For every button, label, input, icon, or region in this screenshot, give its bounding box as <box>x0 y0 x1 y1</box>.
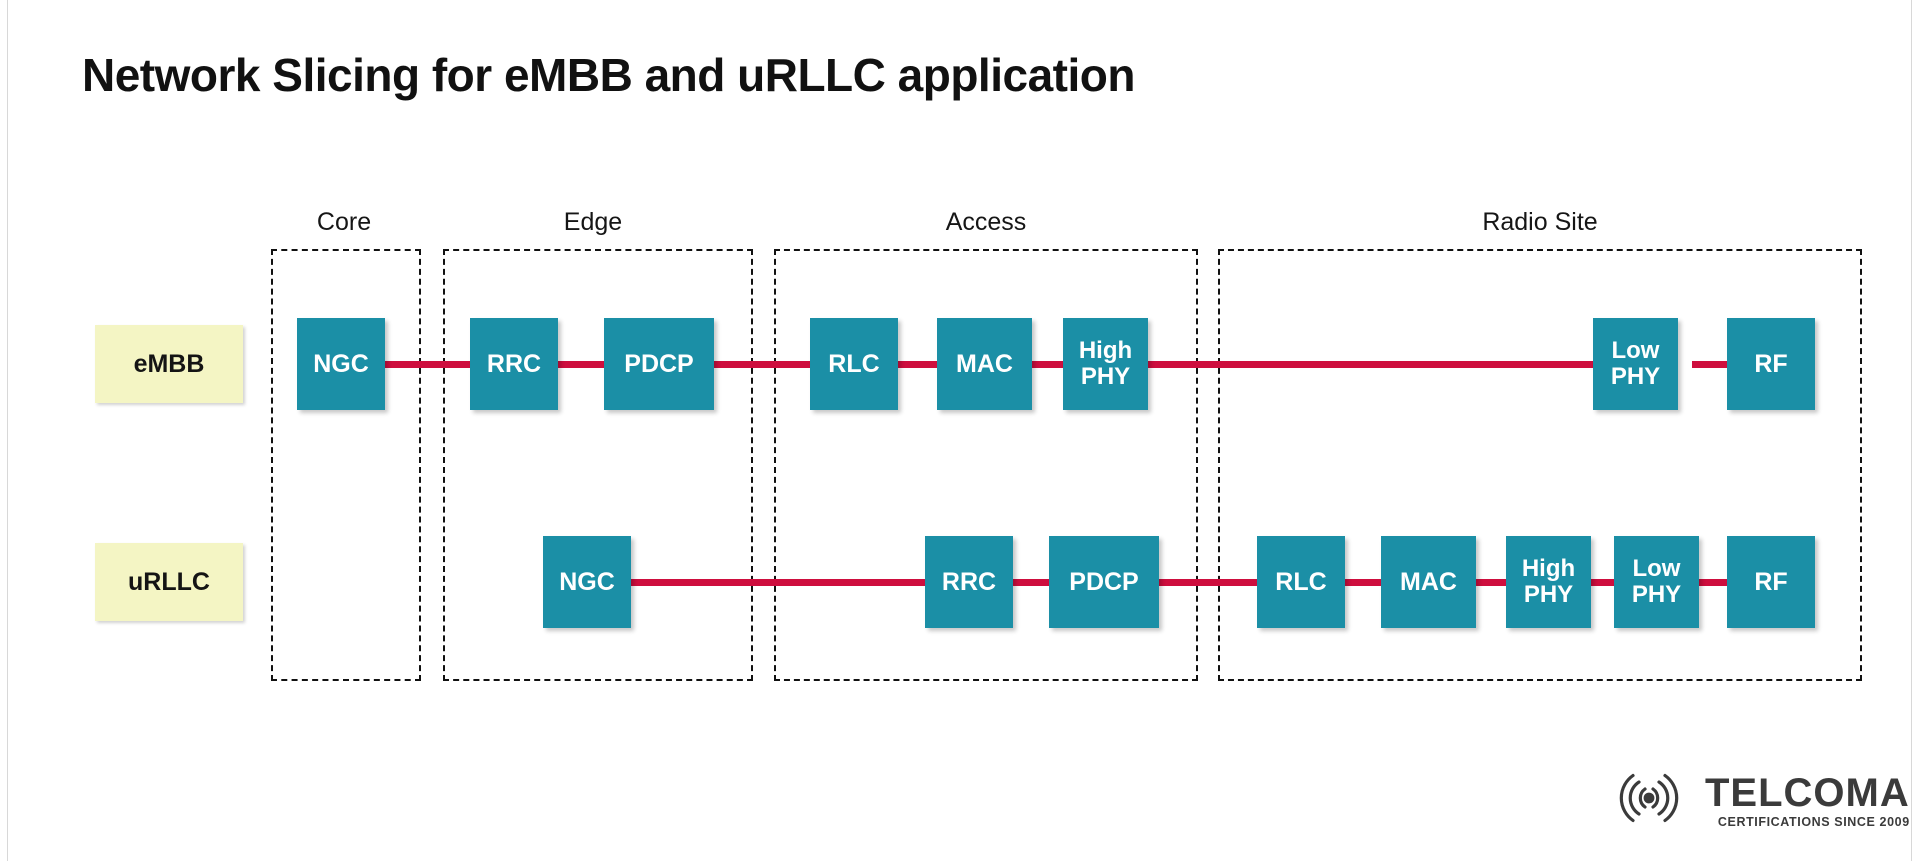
block-urllc-ngc[interactable]: NGC <box>543 536 631 628</box>
domain-label-core: Core <box>316 208 372 236</box>
link-embb-rrc-pdcp <box>545 361 613 368</box>
domain-label-access: Access <box>945 208 1027 236</box>
block-urllc-pdcp[interactable]: PDCP <box>1049 536 1159 628</box>
page-border-right <box>1911 0 1912 861</box>
wifi-wave-icon <box>1615 772 1699 829</box>
link-embb-highphy-lowphy <box>1130 361 1600 368</box>
block-embb-rf[interactable]: RF <box>1727 318 1815 410</box>
block-embb-pdcp[interactable]: PDCP <box>604 318 714 410</box>
link-urllc-highphy-lowphy <box>1588 579 1620 586</box>
link-urllc-rlc-mac <box>1340 579 1387 586</box>
logo-brand-text: TELCOMA <box>1705 770 1910 815</box>
link-urllc-rrc-pdcp <box>1000 579 1055 586</box>
block-embb-rrc[interactable]: RRC <box>470 318 558 410</box>
domain-label-radio-site: Radio Site <box>1482 208 1598 236</box>
page-border-left <box>7 0 8 861</box>
domain-label-edge: Edge <box>563 208 623 236</box>
domain-container-radio-site <box>1218 249 1862 681</box>
block-urllc-mac[interactable]: MAC <box>1381 536 1476 628</box>
link-urllc-pdcp-rlc <box>1145 579 1260 586</box>
telcoma-wordmark: TELCOMA CERTIFICATIONS SINCE 2009 <box>1705 773 1910 829</box>
slice-chip-urllc: uRLLC <box>95 543 243 621</box>
block-embb-mac[interactable]: MAC <box>937 318 1032 410</box>
link-embb-pdcp-rlc <box>700 361 815 368</box>
link-urllc-ngc-rrc <box>588 579 933 586</box>
domain-container-core <box>271 249 421 681</box>
link-embb-mac-highphy <box>1025 361 1077 368</box>
link-urllc-mac-highphy <box>1465 579 1513 586</box>
link-urllc-lowphy-rf <box>1692 579 1736 586</box>
block-urllc-rf[interactable]: RF <box>1727 536 1815 628</box>
domain-container-edge <box>443 249 753 681</box>
page-title: Network Slicing for eMBB and uRLLC appli… <box>82 49 1135 101</box>
block-embb-ngc[interactable]: NGC <box>297 318 385 410</box>
block-urllc-rlc[interactable]: RLC <box>1257 536 1345 628</box>
link-embb-lowphy-rf <box>1692 361 1736 368</box>
link-embb-ngc-rrc <box>370 361 480 368</box>
block-embb-rlc[interactable]: RLC <box>810 318 898 410</box>
domain-container-access <box>774 249 1198 681</box>
telcoma-logo: TELCOMA CERTIFICATIONS SINCE 2009 <box>1615 772 1910 829</box>
logo-tagline-text: CERTIFICATIONS SINCE 2009 <box>1717 814 1910 829</box>
link-embb-rlc-mac <box>890 361 944 368</box>
block-urllc-rrc[interactable]: RRC <box>925 536 1013 628</box>
slice-chip-embb: eMBB <box>95 325 243 403</box>
